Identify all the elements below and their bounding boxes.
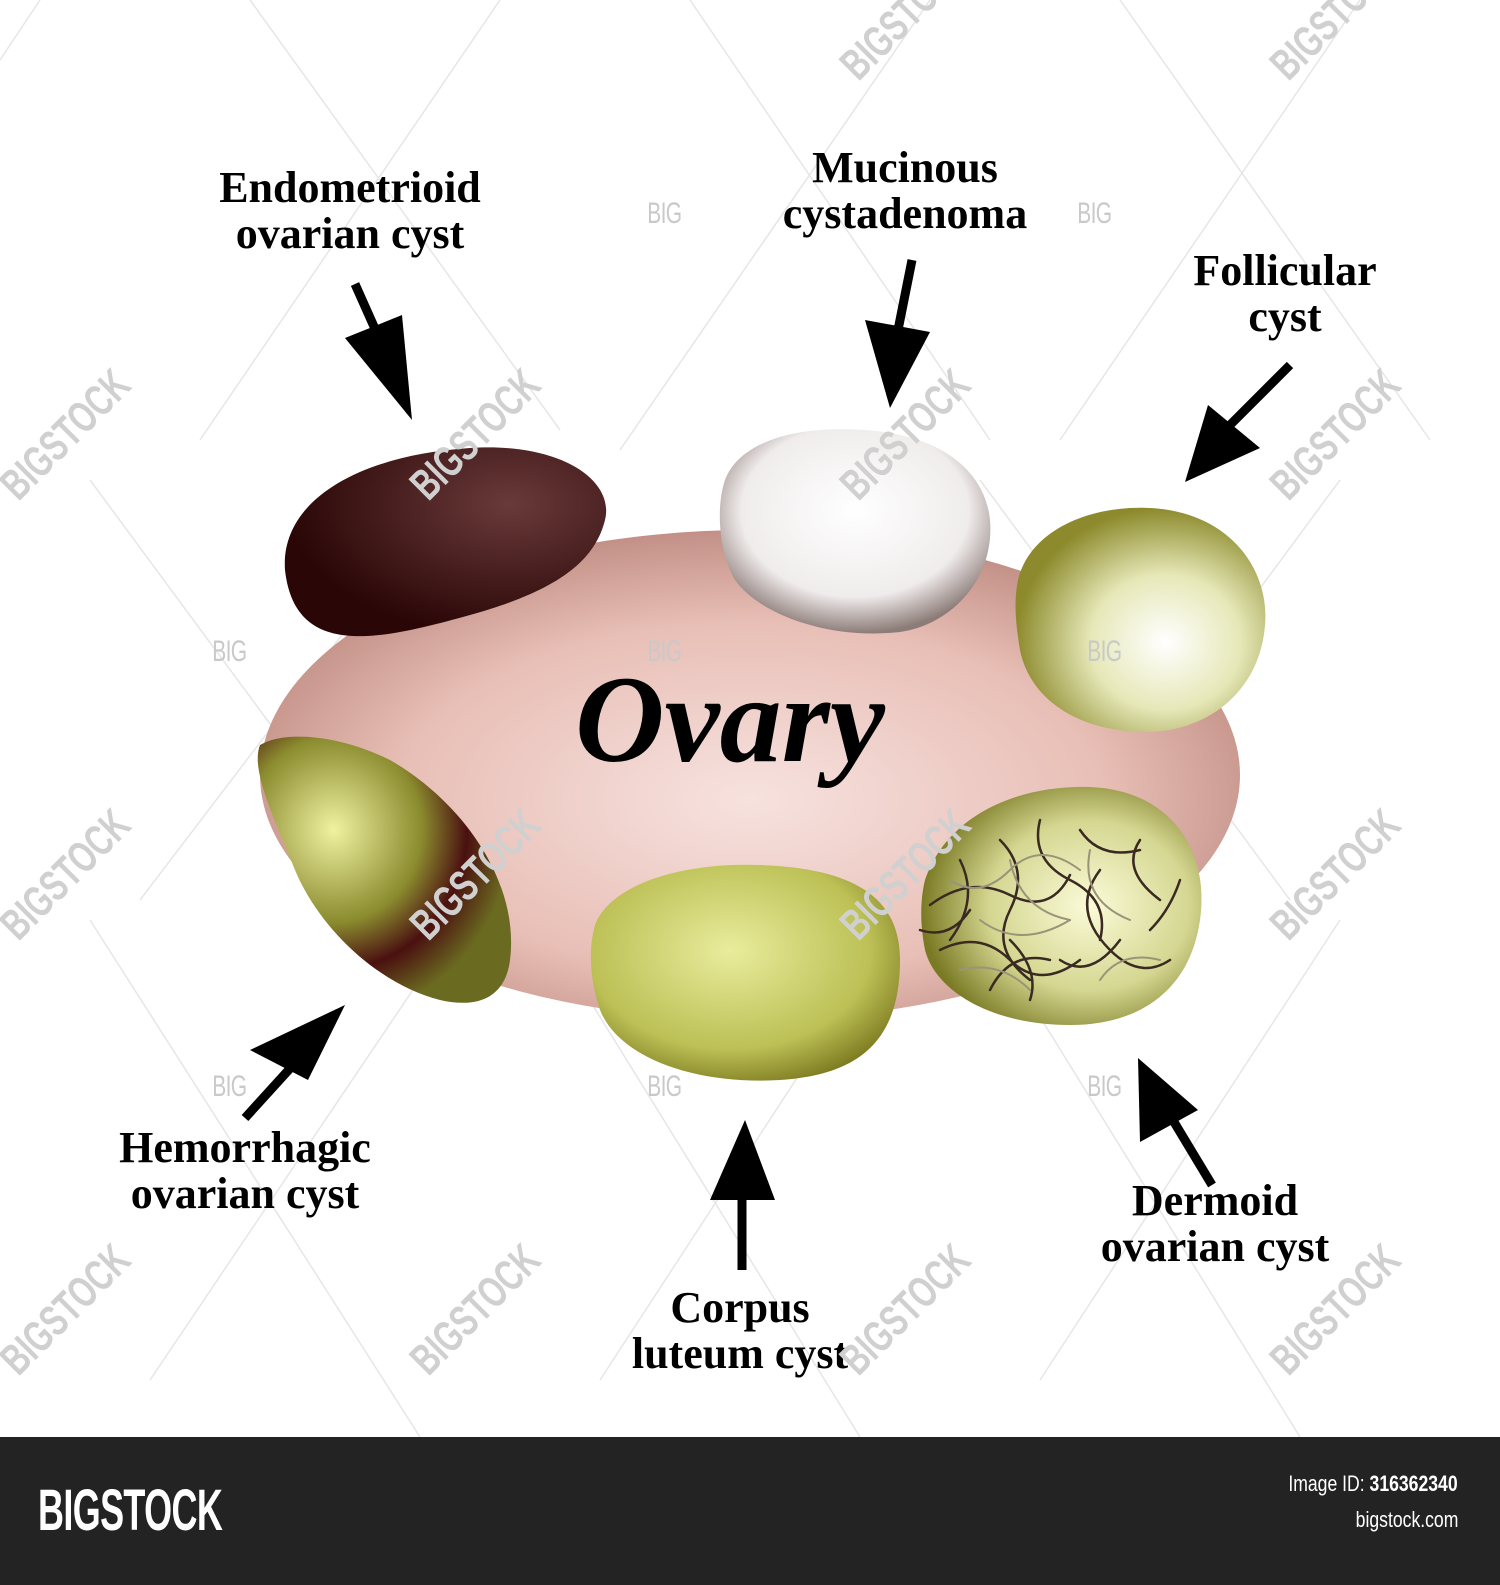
label-line: ovarian cyst <box>130 1169 360 1218</box>
ovary-label: Ovary <box>575 651 885 788</box>
label-line: ovarian cyst <box>1100 1222 1330 1271</box>
label-line: ovarian cyst <box>235 209 465 258</box>
hemorrhagic-cyst <box>257 736 512 1003</box>
label-line: cystadenoma <box>782 189 1028 238</box>
label-endometrioid: Endometrioid ovarian cyst <box>160 165 540 257</box>
label-line: Corpus <box>670 1283 810 1332</box>
site-url: bigstock.com <box>1355 1507 1458 1532</box>
watermark-text: BIG <box>647 1070 682 1103</box>
image-id: Image ID: 316362340 <box>1289 1471 1458 1497</box>
image-id-label: Image ID: <box>1288 1471 1365 1496</box>
mucinous-cyst <box>719 429 991 634</box>
watermark-text: BIG <box>1087 635 1122 668</box>
label-follicular: Follicular cyst <box>1140 248 1430 340</box>
watermark-text: BIG <box>1087 1070 1122 1103</box>
corpus-luteum-cyst <box>590 864 900 1081</box>
label-line: Follicular <box>1193 246 1377 295</box>
label-line: Dermoid <box>1131 1176 1299 1225</box>
watermark-text: BIG <box>647 635 682 668</box>
label-line: luteum cyst <box>631 1329 849 1378</box>
label-line: Hemorrhagic <box>119 1123 371 1172</box>
label-dermoid: Dermoid ovarian cyst <box>1050 1178 1380 1270</box>
label-hemorrhagic: Hemorrhagic ovarian cyst <box>60 1125 430 1217</box>
image-id-value: 316362340 <box>1369 1471 1458 1496</box>
endometrioid-cyst <box>284 447 607 637</box>
footer-bar: BIGSTOCK Image ID: 316362340 bigstock.co… <box>0 1437 1500 1585</box>
label-line: Endometrioid <box>219 163 481 212</box>
label-mucinous: Mucinous cystadenoma <box>740 145 1070 237</box>
follicular-cyst <box>1015 507 1266 733</box>
watermark-text: BIG <box>647 197 682 230</box>
watermark-text: BIG <box>212 1070 247 1103</box>
dermoid-hair <box>918 818 1182 1002</box>
bigstock-logo: BIGSTOCK <box>38 1478 223 1543</box>
ovary-diagram <box>241 259 1294 1270</box>
watermark-text: BIG <box>212 635 247 668</box>
arrows <box>241 259 1294 1270</box>
label-line: cyst <box>1248 292 1322 341</box>
watermark-text: BIG <box>1077 197 1112 230</box>
label-corpus-luteum: Corpus luteum cyst <box>580 1285 900 1377</box>
label-line: Mucinous <box>812 143 998 192</box>
